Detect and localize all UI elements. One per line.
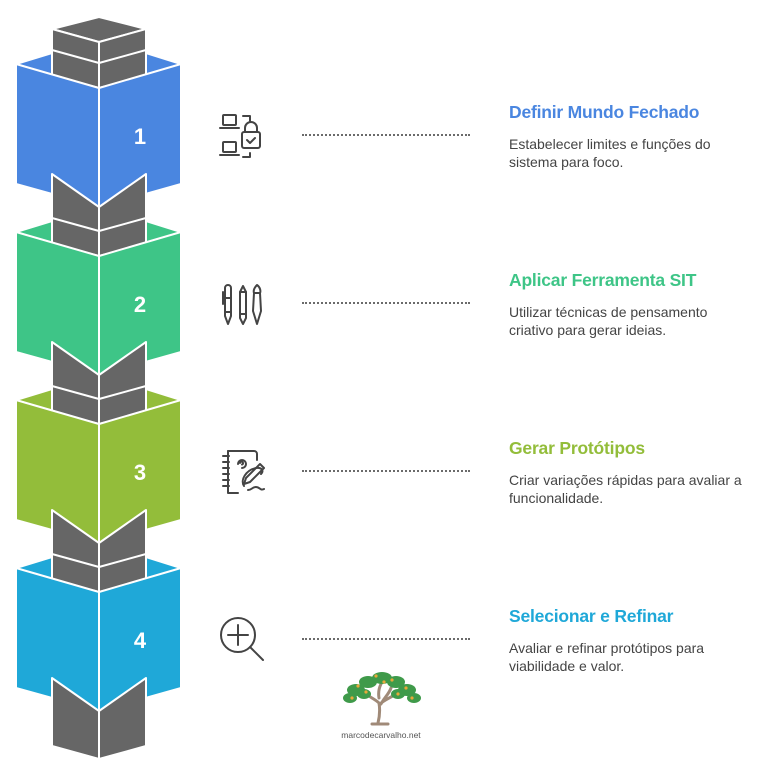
connector-line-4 xyxy=(302,638,470,640)
step-3: Gerar Protótipos Criar variações rápidas… xyxy=(509,438,754,507)
step-3-title: Gerar Protótipos xyxy=(509,438,645,458)
block-stack: 1 2 3 4 xyxy=(15,16,182,760)
logo-text: marcodecarvalho.net xyxy=(341,730,421,740)
pen-pencil-brush-icon xyxy=(216,278,268,330)
connector-line-1 xyxy=(302,134,470,136)
step-1-number: 1 xyxy=(134,124,146,149)
step-1-description: Estabelecer limites e funções do sistema… xyxy=(509,136,711,170)
step-4-number: 4 xyxy=(134,628,147,653)
laptops-lock-icon xyxy=(216,110,268,162)
tree-icon xyxy=(343,672,421,726)
step-2: Aplicar Ferramenta SIT Utilizar técnicas… xyxy=(509,270,754,339)
step-2-number: 2 xyxy=(134,292,146,317)
step-4: Selecionar e Refinar Avaliar e refinar p… xyxy=(509,606,754,675)
connector-line-3 xyxy=(302,470,470,472)
block-4-right-face xyxy=(98,567,182,712)
step-4-title: Selecionar e Refinar xyxy=(509,606,674,626)
block-1-right-face xyxy=(98,63,182,208)
step-2-description: Utilizar técnicas de pensamento criativo… xyxy=(509,304,708,338)
zoom-in-icon xyxy=(216,614,268,666)
logo: marcodecarvalho.net xyxy=(326,668,436,740)
step-1: Definir Mundo Fechado Estabelecer limite… xyxy=(509,102,754,171)
block-3-right-face xyxy=(98,399,182,544)
step-3-description: Criar variações rápidas para avaliar a f… xyxy=(509,472,742,506)
step-3-number: 3 xyxy=(134,460,146,485)
step-4-description: Avaliar e refinar protótipos para viabil… xyxy=(509,640,705,674)
notebook-drawing-icon xyxy=(216,446,268,498)
block-2-right-face xyxy=(98,231,182,376)
connector-line-2 xyxy=(302,302,470,304)
column-segment-right-4 xyxy=(98,677,147,760)
step-2-title: Aplicar Ferramenta SIT xyxy=(509,270,697,290)
step-1-title: Definir Mundo Fechado xyxy=(509,102,700,122)
